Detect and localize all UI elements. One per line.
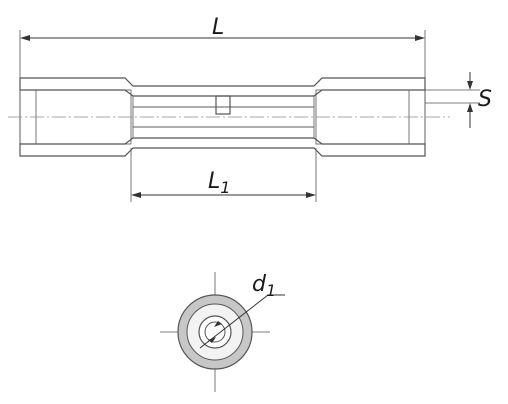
side-view: L L1 S xyxy=(8,15,492,202)
dimension-S: S xyxy=(425,72,492,128)
insulation-bottom-band xyxy=(19,137,426,157)
metal-barrel-bore xyxy=(132,106,315,128)
label-L: L xyxy=(212,15,224,40)
barrel-bore xyxy=(204,321,226,343)
end-view: d1 xyxy=(160,272,285,392)
label-L1: L1 xyxy=(208,169,230,197)
insulation-top-band xyxy=(19,77,426,97)
dimension-d1: d1 xyxy=(199,272,285,349)
metal-barrel-bottom-wall xyxy=(132,126,315,139)
label-d1: d1 xyxy=(252,272,276,300)
dimension-L: L xyxy=(19,15,426,78)
wire-stop xyxy=(215,95,231,115)
dimension-L1: L1 xyxy=(130,148,317,202)
label-S: S xyxy=(478,87,492,112)
metal-barrel-top-wall xyxy=(132,95,315,108)
